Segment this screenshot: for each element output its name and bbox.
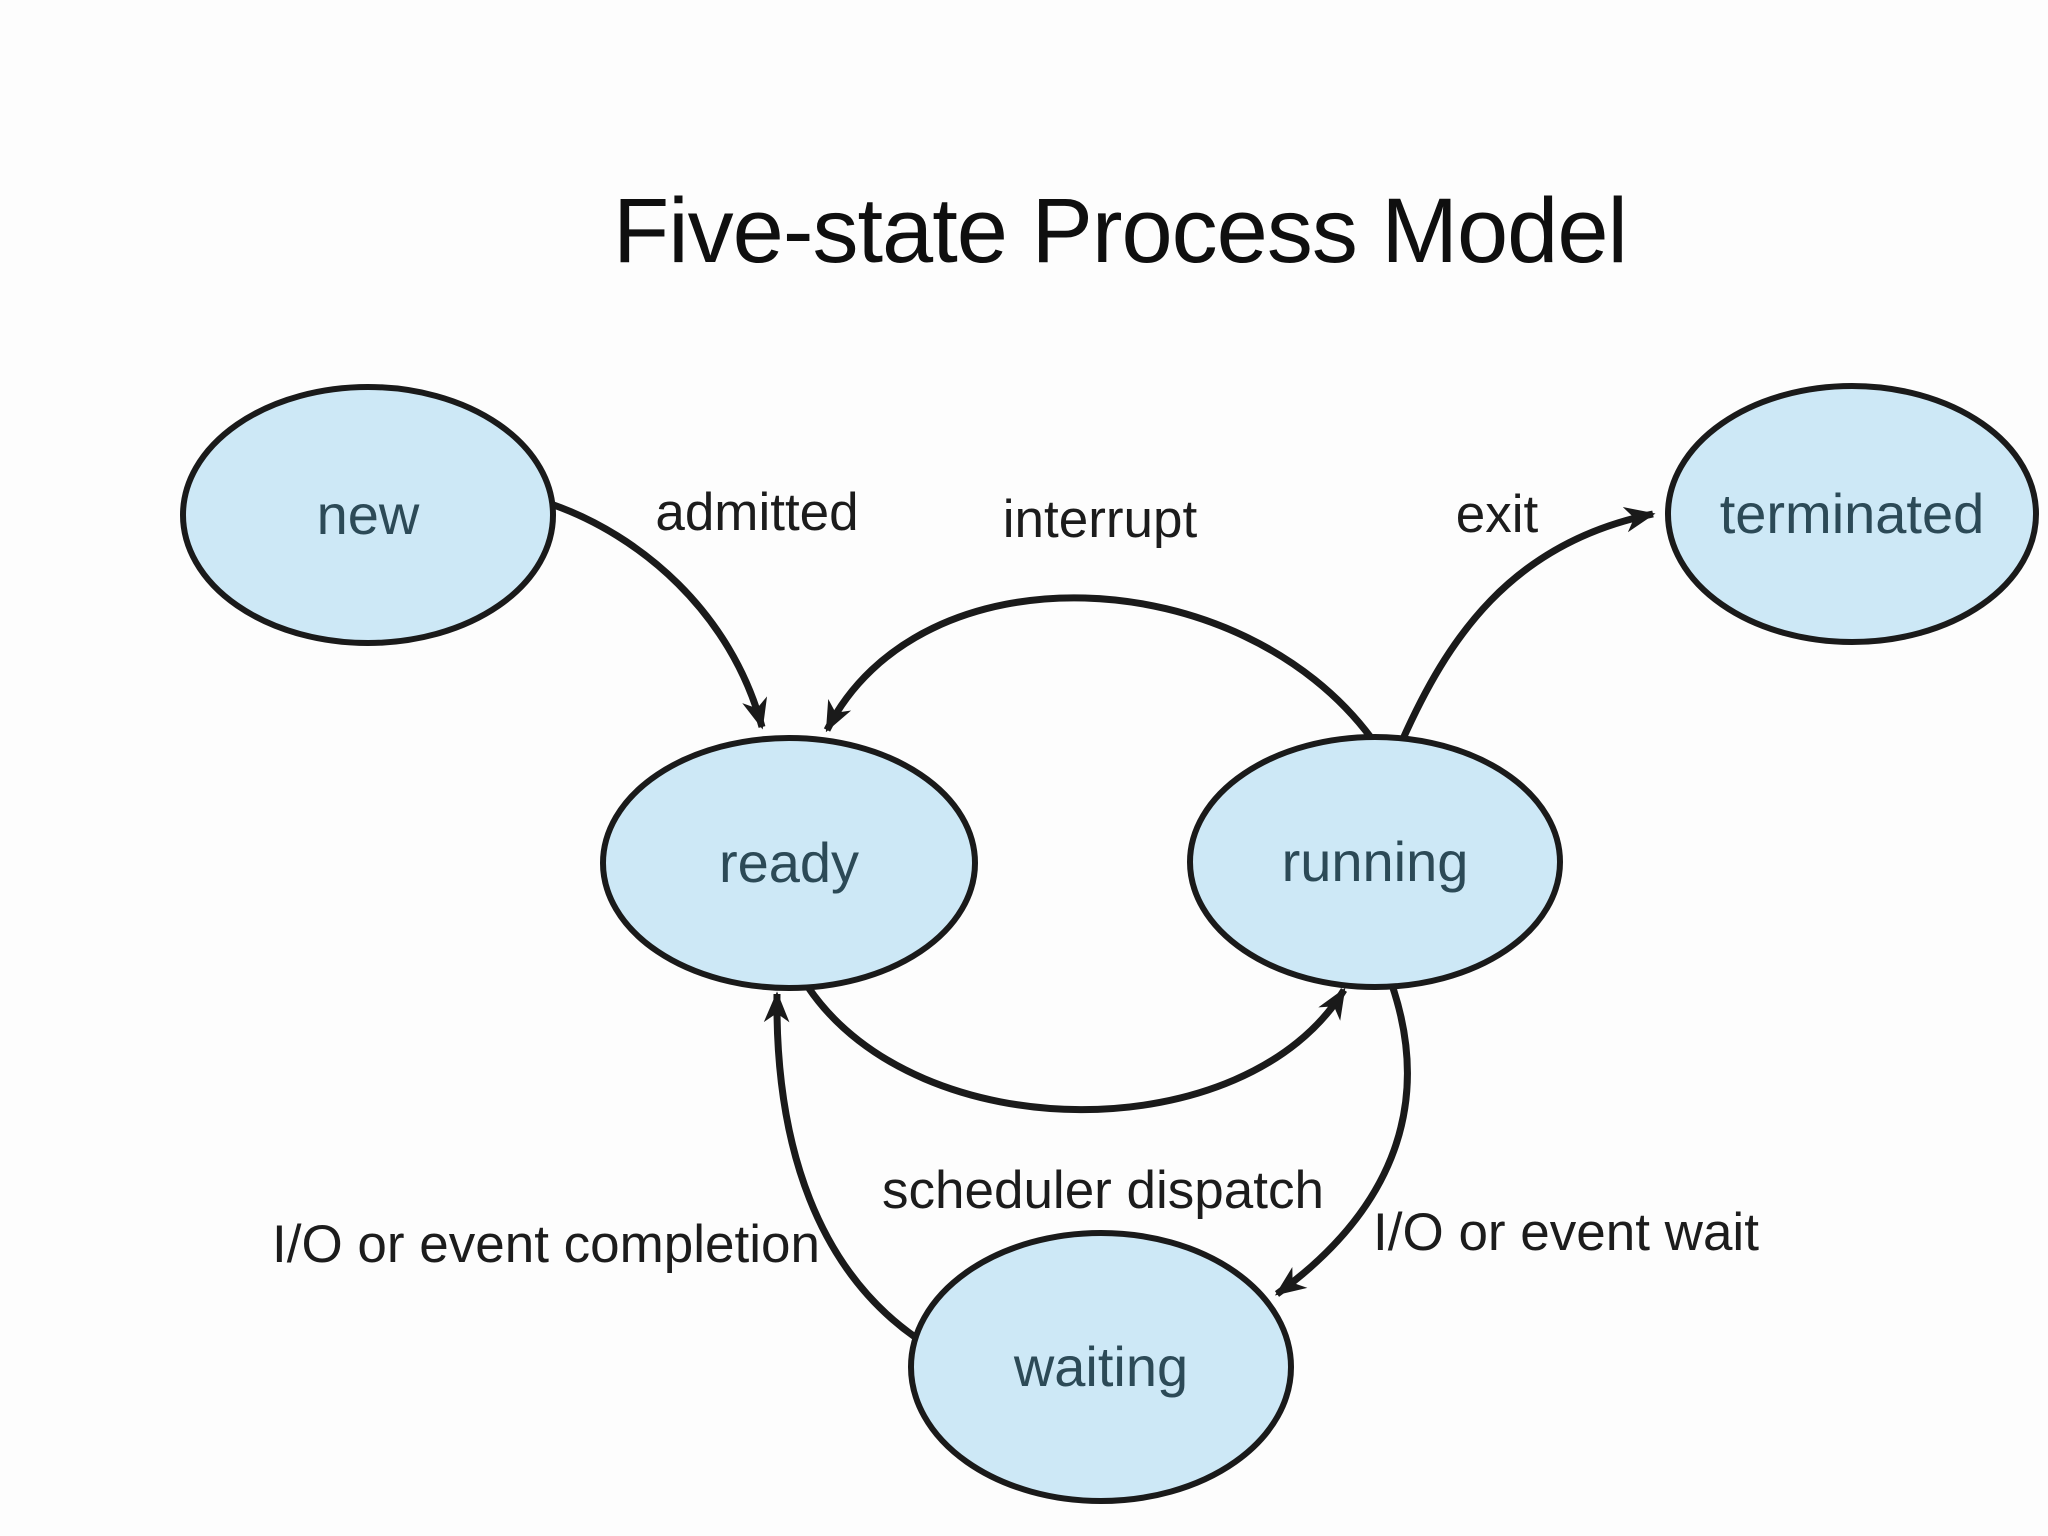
state-node-ready: ready <box>600 735 978 991</box>
state-ellipse-terminated <box>1665 383 2039 645</box>
transition-label-io-event-completion: I/O or event completion <box>272 1215 820 1274</box>
state-node-new: new <box>180 384 556 646</box>
transition-arrow-io-event-wait <box>1274 983 1411 1297</box>
state-ellipse-waiting <box>908 1230 1294 1504</box>
state-node-waiting: waiting <box>908 1230 1294 1504</box>
transition-scheduler-dispatch: scheduler dispatch <box>805 985 1347 1220</box>
state-node-terminated: terminated <box>1665 383 2039 645</box>
transition-arrow-interrupt <box>823 594 1375 742</box>
transition-arrow-exit <box>1398 507 1656 743</box>
transition-label-scheduler-dispatch: scheduler dispatch <box>882 1161 1324 1220</box>
transition-admitted: admitted <box>549 483 859 730</box>
state-ellipse-ready <box>600 735 978 991</box>
transition-arrow-scheduler-dispatch <box>805 985 1347 1114</box>
transition-io-event-wait: I/O or event wait <box>1274 983 1759 1297</box>
state-ellipse-new <box>180 384 556 646</box>
transition-io-event-completion: I/O or event completion <box>272 991 918 1340</box>
transition-label-interrupt: interrupt <box>1003 490 1198 549</box>
slide-title: Five-state Process Model <box>613 180 1627 282</box>
state-ellipse-running <box>1187 734 1563 990</box>
transition-interrupt: interrupt <box>823 490 1375 742</box>
state-label-running: running <box>1282 830 1469 893</box>
transition-label-admitted: admitted <box>655 483 858 542</box>
state-node-running: running <box>1187 734 1563 990</box>
state-label-new: new <box>317 483 420 546</box>
transition-label-exit: exit <box>1456 485 1539 544</box>
state-label-terminated: terminated <box>1720 482 1985 545</box>
transition-arrow-io-event-completion <box>763 991 918 1340</box>
state-label-ready: ready <box>719 831 859 894</box>
state-label-waiting: waiting <box>1013 1335 1188 1398</box>
transition-arrow-admitted <box>549 500 768 730</box>
transition-label-io-event-wait: I/O or event wait <box>1373 1203 1759 1262</box>
transition-exit: exit <box>1398 485 1656 743</box>
